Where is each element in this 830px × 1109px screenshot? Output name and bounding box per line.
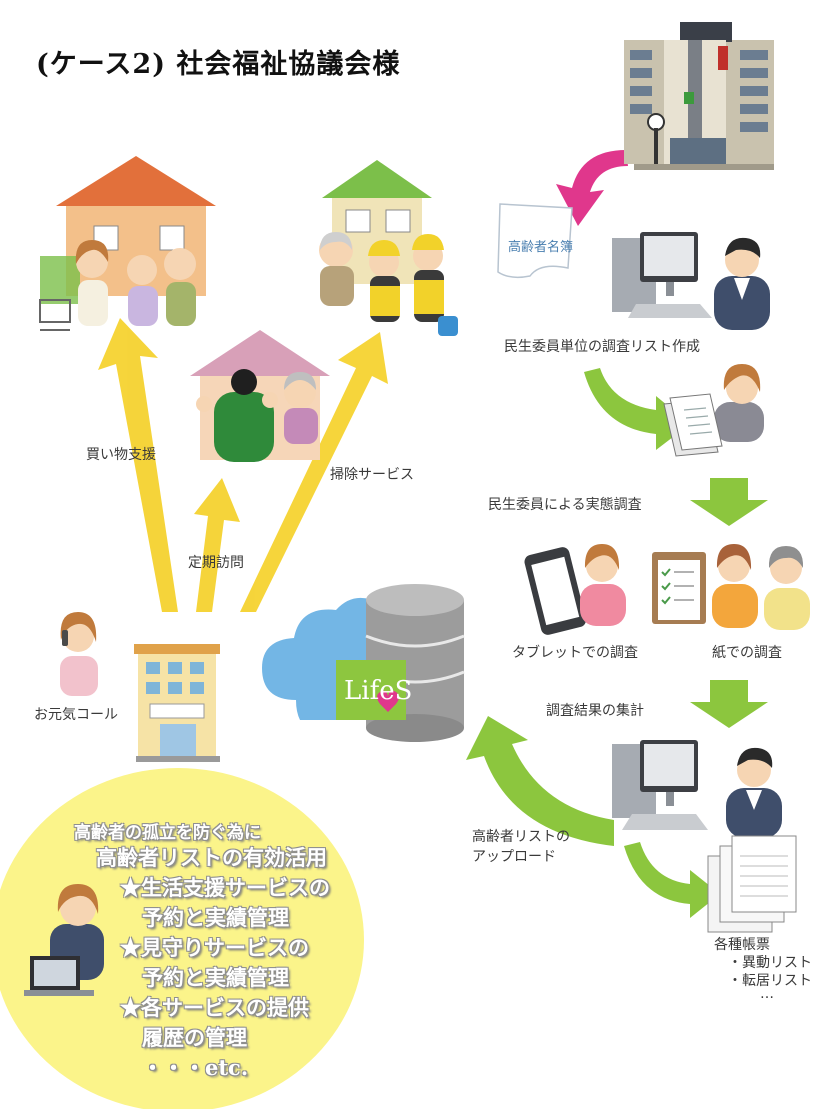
lifes-logo: LifeS (344, 676, 413, 706)
staff-woman-1 (714, 364, 764, 442)
house-shopping (39, 156, 216, 331)
computer-2 (612, 740, 708, 830)
house-visit (190, 330, 330, 462)
magenta-arrow (556, 150, 628, 226)
welfare-center (134, 644, 220, 762)
step-create-list: 民生委員単位の調査リスト作成 (504, 339, 700, 355)
circle-line-2: 高齢者リストの有効活用 (96, 845, 327, 870)
yellow-arrow-shopping (98, 318, 178, 612)
info-circle (0, 768, 364, 1109)
green-arrow-down-1 (690, 478, 768, 526)
step-aggregate: 調査結果の集計 (546, 703, 644, 719)
yellow-arrow-cleaning (240, 332, 388, 612)
shopping-support-label: 買い物支援 (86, 447, 156, 463)
wellness-call-label: お元気コール (34, 707, 118, 723)
report-forms (707, 835, 797, 933)
green-arrow-upload (466, 716, 614, 846)
circle-line-5: ★見守りサービスの (120, 935, 309, 960)
clipboard (652, 552, 706, 624)
green-arrow-1 (584, 368, 690, 450)
green-arrow-forms (624, 842, 720, 918)
circle-line-6: 予約と実績管理 (142, 965, 289, 990)
upload-label-line1: 高齢者リストの (472, 829, 570, 845)
caller-woman (60, 612, 98, 696)
cloud-database (262, 584, 465, 742)
circle-line-9: ・・・etc. (142, 1055, 249, 1080)
page-title: (ケース2) 社会福祉協議会様 (36, 49, 401, 80)
circle-line-7: ★各サービスの提供 (120, 995, 309, 1020)
upload-label-line2: アップロード (472, 849, 556, 865)
operator-woman (24, 884, 104, 996)
office-building (624, 22, 774, 170)
tablet (524, 547, 586, 635)
circle-line-3: ★生活支援サービスの (120, 875, 330, 900)
roster-document (497, 203, 573, 279)
surveyor-woman-2 (712, 544, 758, 628)
paper-survey-label: 紙での調査 (712, 645, 782, 661)
circle-line-4: 予約と実績管理 (142, 905, 289, 930)
cleaning-service-label: 掃除サービス (330, 467, 414, 483)
yellow-arrow-visit (194, 478, 240, 612)
green-arrow-down-2 (690, 680, 768, 728)
tablet-survey-label: タブレットでの調査 (512, 645, 638, 661)
step-survey: 民生委員による実態調査 (488, 497, 642, 513)
forms-item-transfer: ・異動リスト (728, 955, 812, 971)
staff-man-2 (726, 747, 782, 838)
roster-label: 高齢者名簿 (508, 240, 574, 255)
paper-stack (663, 393, 723, 457)
regular-visit-label: 定期訪問 (188, 555, 244, 571)
circle-line-8: 履歴の管理 (142, 1025, 247, 1050)
staff-man-1 (714, 237, 770, 330)
forms-item-relocation: ・転居リスト (728, 973, 812, 989)
forms-more: … (760, 986, 774, 1002)
elderly-woman (764, 546, 810, 630)
circle-line-1: 高齢者の孤立を防ぐ為に (74, 823, 261, 843)
house-cleaning (319, 160, 458, 336)
forms-title: 各種帳票 (714, 937, 770, 953)
computer-1 (612, 232, 712, 318)
surveyor-woman-1 (580, 544, 626, 626)
